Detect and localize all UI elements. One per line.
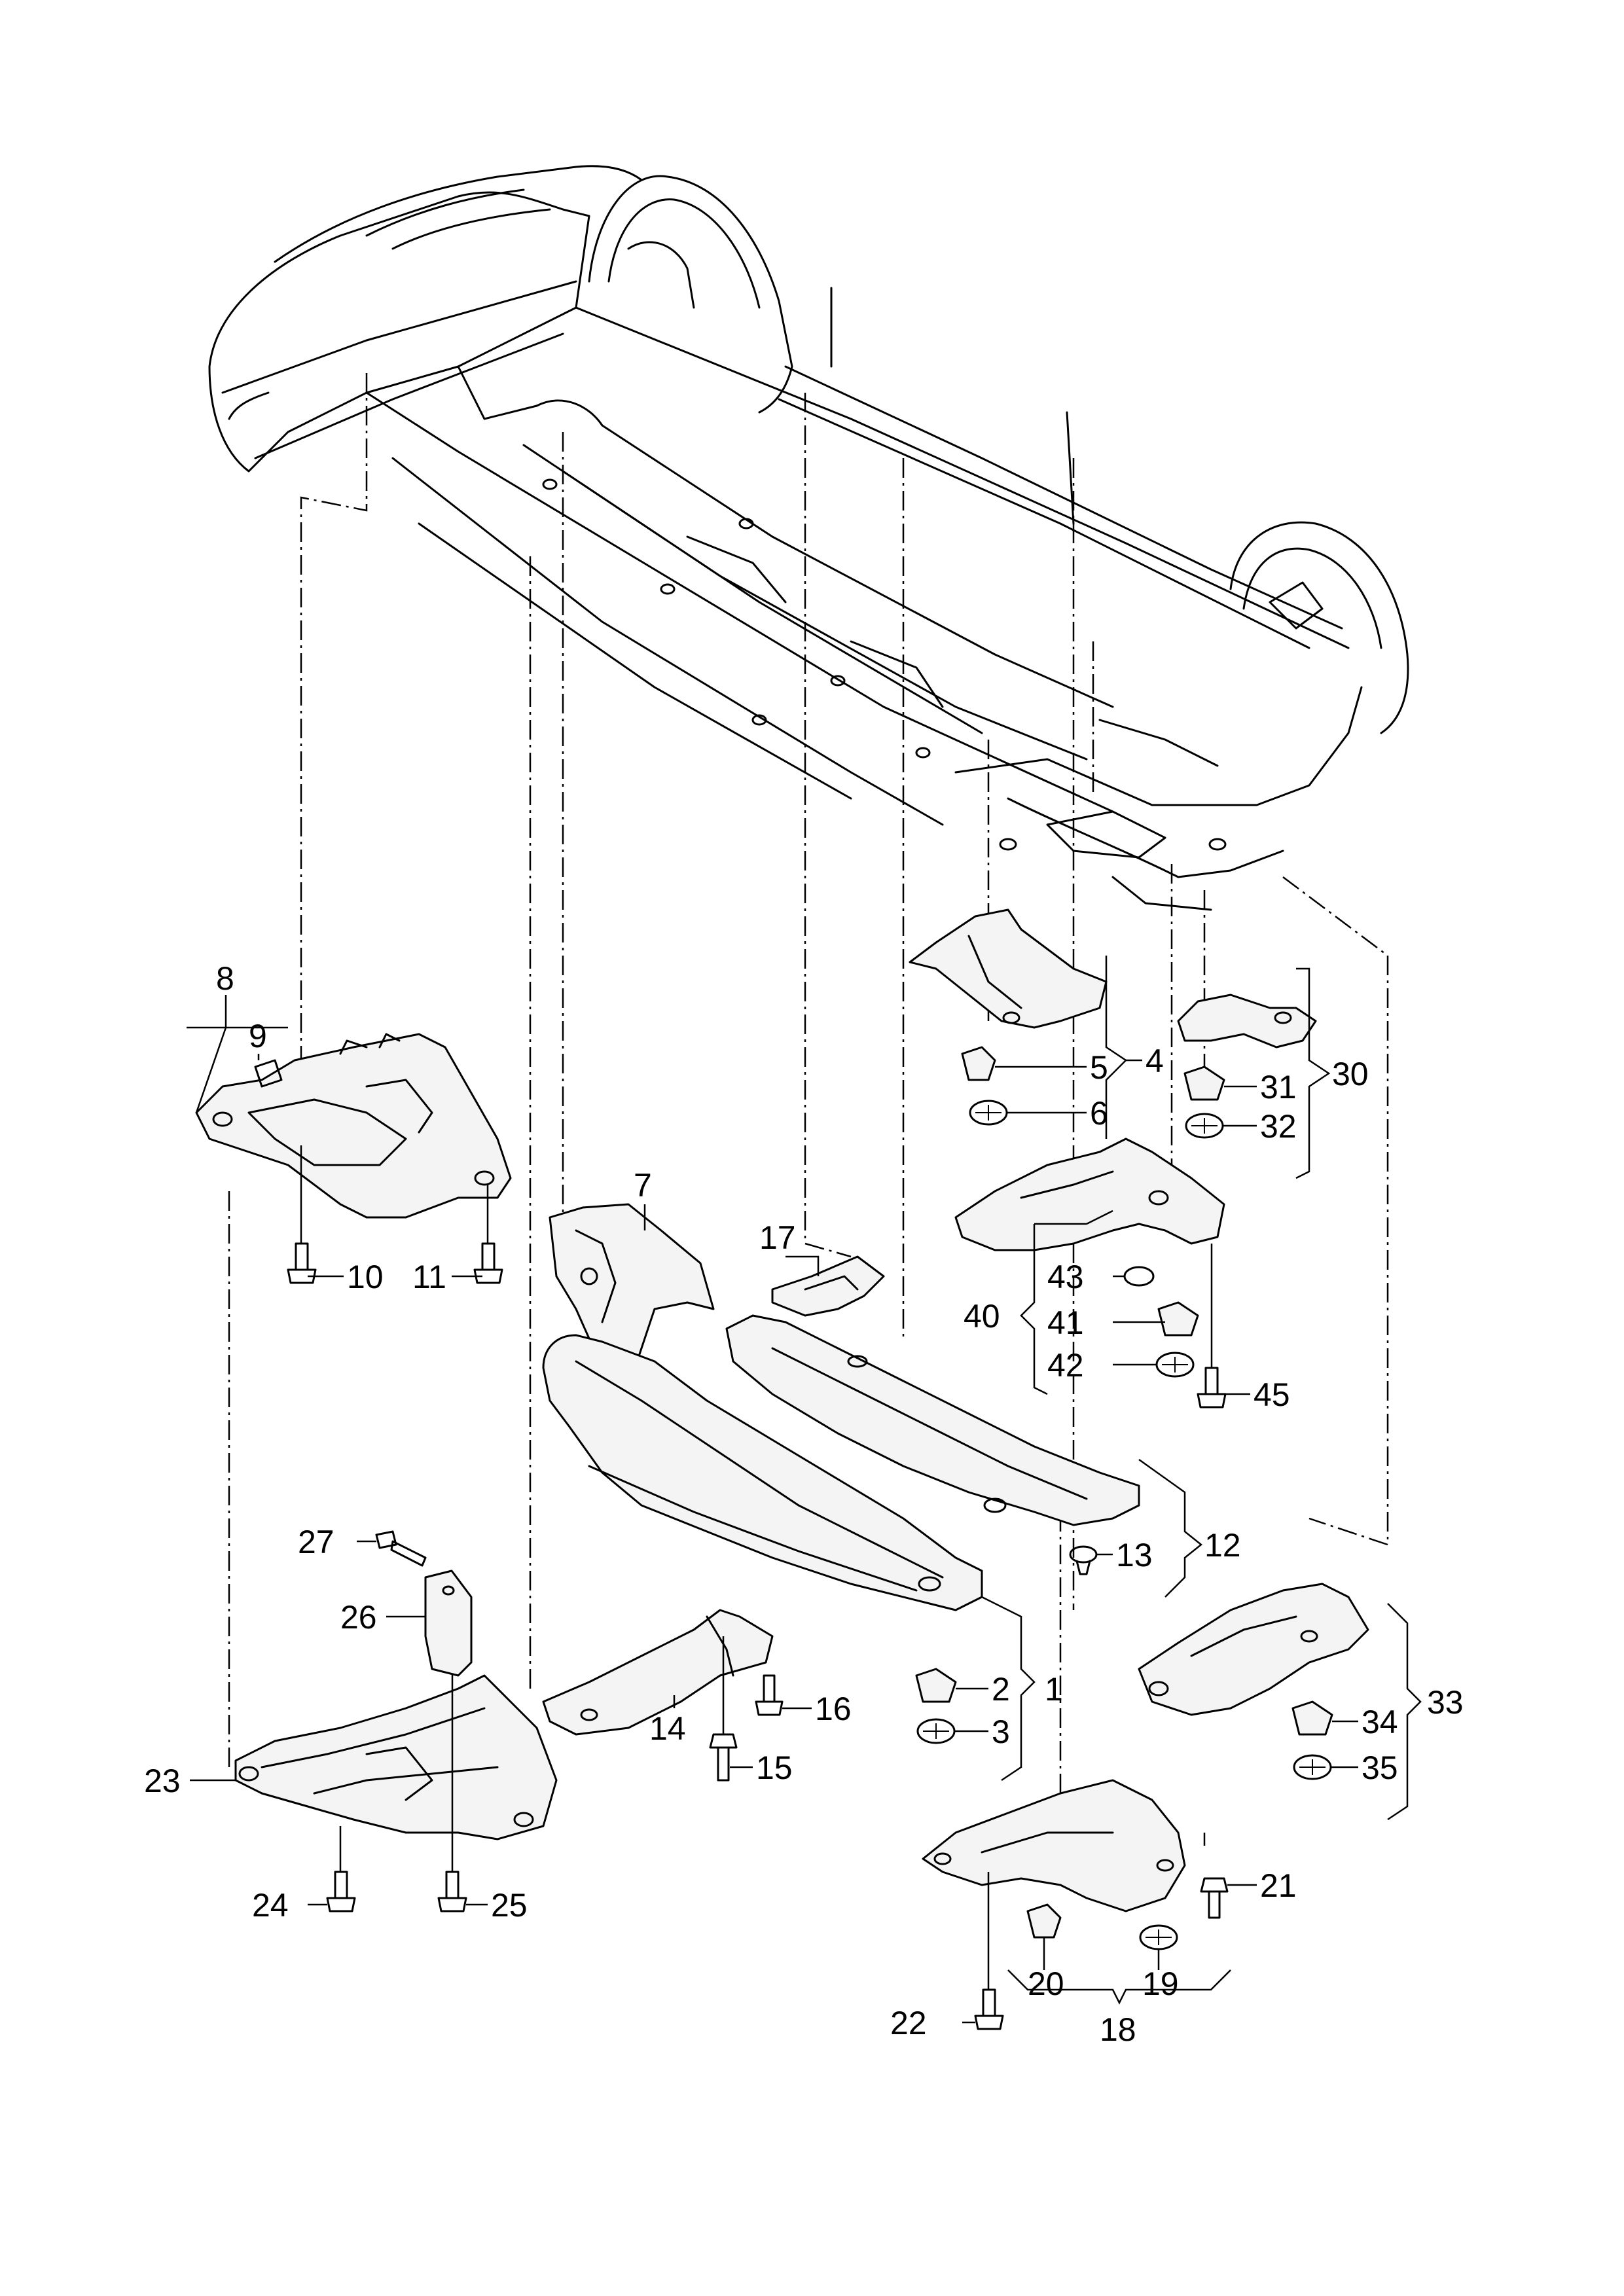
part-40-heat-shield: [954, 1138, 1225, 1251]
part-41-clip: [1157, 1301, 1199, 1336]
callout-30: 30: [1332, 1056, 1369, 1092]
callout-31: 31: [1260, 1069, 1297, 1105]
car-underbody: [208, 165, 1409, 911]
bolt-15: [709, 1636, 738, 1782]
bolt-24: [326, 1871, 356, 1912]
part-43-washer: [1123, 1266, 1155, 1287]
callout-6: 6: [1090, 1095, 1108, 1132]
part-2-clip: [915, 1668, 957, 1703]
callout-45: 45: [1254, 1376, 1290, 1413]
part-42-nut: [1155, 1352, 1195, 1378]
part-4-shield: [909, 908, 1108, 1029]
callout-20: 20: [1028, 1965, 1064, 2002]
callout-23: 23: [144, 1763, 181, 1799]
callout-7: 7: [634, 1167, 652, 1204]
callout-10: 10: [347, 1259, 384, 1295]
part-35-nut: [1293, 1754, 1332, 1780]
part-6-nut: [969, 1100, 1008, 1126]
part-23-engine-shield: [234, 1674, 558, 1872]
part-34-clip: [1291, 1700, 1333, 1736]
part-33-shield: [1138, 1583, 1369, 1716]
part-20-clip: [1026, 1903, 1062, 1939]
callout-14: 14: [649, 1710, 686, 1747]
part-3-nut: [916, 1718, 956, 1744]
callout-16: 16: [815, 1691, 852, 1727]
assembly-lines: [228, 373, 1389, 1846]
part-8-rear-shield: [195, 1033, 512, 1244]
part-1-tunnel-shield: [542, 1334, 983, 1611]
bolt-22: [974, 1988, 1004, 2030]
callout-5: 5: [1090, 1049, 1108, 1086]
callout-22: 22: [890, 2005, 927, 2041]
callout-4: 4: [1146, 1043, 1164, 1079]
callout-26: 26: [340, 1599, 377, 1636]
callout-2: 2: [992, 1671, 1010, 1708]
leader-lines: [187, 956, 1422, 2024]
callout-40: 40: [964, 1298, 1000, 1335]
part-5-clip: [961, 1046, 996, 1081]
callout-3: 3: [992, 1713, 1010, 1750]
callout-43: 43: [1047, 1259, 1084, 1295]
bolt-27: [375, 1530, 427, 1567]
callout-labels: 1 2 3 4 5 6 7 8 9 10 11 12 13 14 15 16 1…: [144, 960, 1464, 2048]
callout-32: 32: [1260, 1108, 1297, 1145]
bolt-10: [287, 1242, 317, 1284]
part-12-floor-shield: [725, 1314, 1140, 1526]
callout-15: 15: [756, 1749, 793, 1786]
callout-17: 17: [759, 1219, 796, 1256]
callout-34: 34: [1362, 1704, 1398, 1740]
part-19-nut: [1139, 1924, 1178, 1950]
part-26-bracket: [424, 1570, 473, 1677]
bolt-25: [437, 1662, 467, 1912]
callout-19: 19: [1142, 1965, 1179, 2002]
callout-8: 8: [216, 960, 234, 997]
bolt-45: [1197, 1244, 1227, 1408]
part-18-front-shield: [922, 1779, 1186, 1990]
callout-18: 18: [1100, 2011, 1136, 2048]
callout-25: 25: [491, 1887, 528, 1924]
part-14-shield: [542, 1609, 774, 1736]
callout-13: 13: [1116, 1537, 1153, 1573]
callout-1: 1: [1045, 1671, 1063, 1708]
bolt-11: [473, 1242, 503, 1284]
callout-42: 42: [1047, 1347, 1084, 1384]
callout-27: 27: [298, 1524, 334, 1560]
bolt-16: [755, 1674, 784, 1716]
callout-9: 9: [249, 1018, 267, 1054]
callout-21: 21: [1260, 1867, 1297, 1904]
part-32-nut: [1185, 1113, 1224, 1139]
part-17-bracket: [771, 1255, 885, 1317]
callout-24: 24: [252, 1887, 289, 1924]
part-30-shield: [1177, 994, 1317, 1049]
callout-41: 41: [1047, 1304, 1084, 1341]
part-31-clip: [1183, 1066, 1225, 1101]
callout-11: 11: [412, 1259, 446, 1295]
callout-12: 12: [1204, 1527, 1241, 1564]
callout-33: 33: [1427, 1684, 1464, 1721]
bolt-21: [1200, 1877, 1229, 1919]
callout-35: 35: [1362, 1749, 1398, 1786]
